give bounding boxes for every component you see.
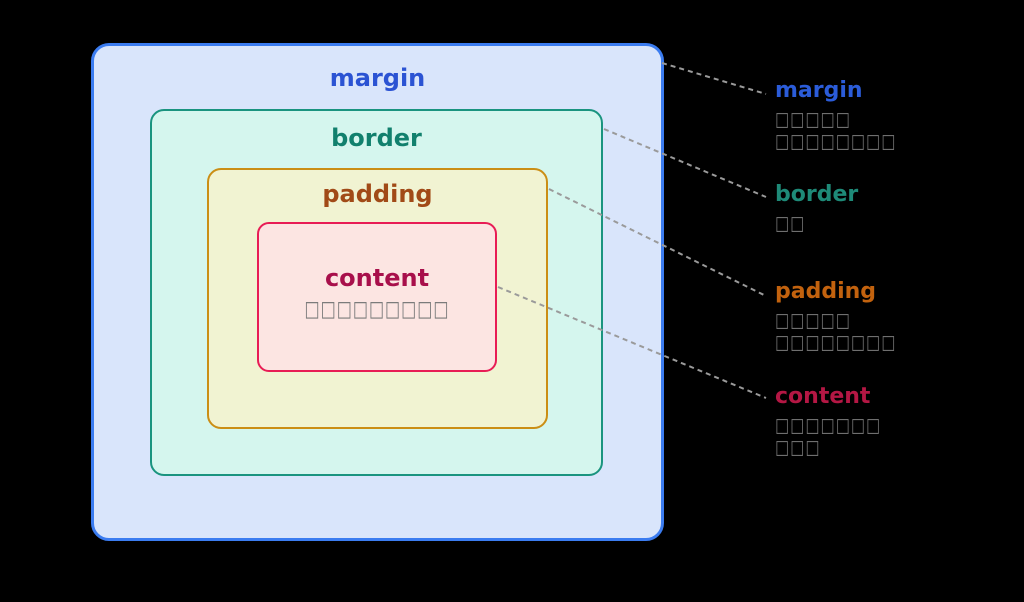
legend-content-desc-line-2: □□□ <box>775 435 821 459</box>
legend-item-border: border □□ <box>775 182 859 235</box>
content-box-label: content <box>324 264 430 292</box>
margin-connector-line <box>661 62 767 95</box>
legend-margin-label: margin <box>775 78 863 103</box>
legend-margin-desc-line-1: □□□□□ <box>775 107 851 131</box>
margin-box-label: margin <box>329 64 426 92</box>
content-box-placeholder-text: □□□□□□□□□ <box>304 295 450 322</box>
content-box <box>257 222 497 372</box>
legend-content-label: content <box>775 384 871 409</box>
legend-padding-label: padding <box>775 279 877 304</box>
legend-item-padding: padding □□□□□ □□□□□□□□ <box>775 279 896 354</box>
legend-border-label: border <box>775 182 859 207</box>
legend-item-content: content □□□□□□□ □□□ <box>775 384 882 459</box>
legend-item-margin: margin □□□□□ □□□□□□□□ <box>775 78 896 153</box>
legend-padding-desc-line-1: □□□□□ <box>775 308 851 332</box>
legend-margin-desc-line-2: □□□□□□□□ <box>775 129 897 153</box>
legend-content-desc-line-1: □□□□□□□ <box>775 413 882 437</box>
border-connector-line <box>603 128 767 198</box>
border-box-label: border <box>331 124 422 152</box>
padding-connector-line <box>548 188 767 297</box>
legend-border-desc-line-1: □□ <box>775 211 806 235</box>
content-connector-line <box>497 286 767 399</box>
legend-padding-desc-line-2: □□□□□□□□ <box>775 330 897 354</box>
padding-box-label: padding <box>322 180 433 208</box>
